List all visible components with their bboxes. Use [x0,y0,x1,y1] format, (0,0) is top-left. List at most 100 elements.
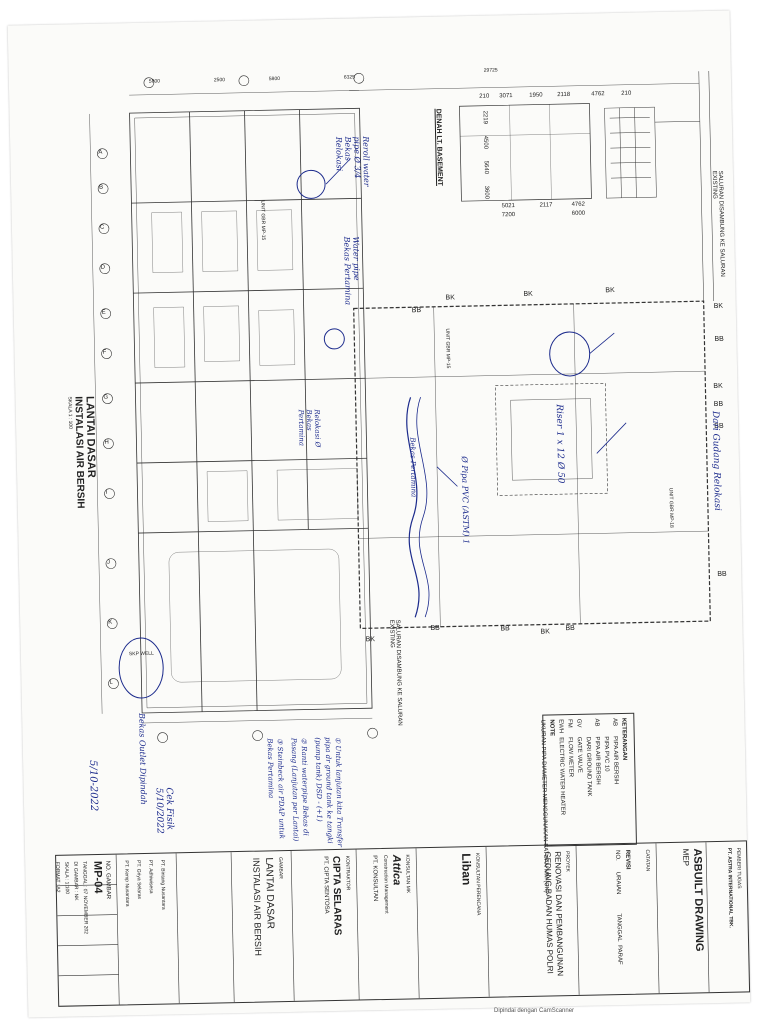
dimension: 6000 [571,210,586,217]
note-item: ③ Steinbeck air PDAP untuk Bekas Pertami… [265,738,286,840]
grid-label: H [104,439,109,446]
dimension: 5800 [268,75,281,83]
kontraktor-name: PT. CIPTA SENTOSA [322,856,330,914]
legend-box: KETERANGAN ABPIPA AIR BERSIH PIPA PVC 10… [539,712,637,893]
dimension: 2500 [213,77,226,84]
handwritten-notes: ① Untuk lanjutan kita Transfer pipa dr g… [265,737,345,859]
legend-code: AB [611,718,618,727]
drawing-subtitle: INSTALASI AIR BERSIH [72,396,86,509]
room-label: SKP WELL [128,650,154,658]
kontraktor-label: KONTRAKTOR [344,855,351,891]
note-item: ① Untuk lanjutan kita Transfer pipa dr g… [313,736,344,848]
dimension: 2117 [539,202,553,209]
dimension: 7200 [501,212,516,219]
dimension: 1950 [529,92,543,99]
bb-label: BB [430,624,440,632]
legend-text: PIPA AIR BERSIH [611,736,619,785]
tb-col-proyek: PROYEK RENOVASI DAN PEMBANGUNAN GEDUNG B… [542,851,575,992]
digambar-label: DI GAMBAR [72,861,79,890]
bb-label: BB [565,624,575,633]
digambar-row: DI GAMBAR : NK [72,861,80,901]
handwritten-annotation: Reroll water pipe Ø 3/4 Bekas Relokasi [334,136,372,187]
handwritten-annotation: Ø Pipa PVC (ASTM) 1 [459,456,471,545]
owner-label: PEMBERI TUGAS [735,847,742,889]
rev-col: PARAF [616,945,623,965]
legend-text: DARI GROUND TANK [584,736,592,797]
konsultan-logo: Liban [459,853,474,886]
dimension: 5640 [482,160,489,175]
konsultan-mk-label: KONSULTAN MK [404,854,411,894]
proyek-name: RENOVASI DAN PEMBANGUNAN GEDUNG BADAN HU… [543,851,565,977]
format-value: A2 [54,886,61,893]
legend-code: EWH [557,719,564,734]
format-label: FORMAT [54,861,61,883]
legend-text: FLOW METER [566,736,574,778]
floor-plan [89,70,714,743]
handwritten-annotation: Water pipe Bekas Pertamina [342,236,362,306]
dimension: 6325 [343,74,356,81]
bb-label: BB [714,335,724,343]
bk-label: BK [540,628,550,636]
tb-col-gambar: GAMBAR LANTAI DASAR INSTALASI AIR BERSIH [250,857,288,956]
name-item: PT. Bintang Nusantara [159,859,167,910]
grid-label: J [106,559,111,566]
tanggal-label: TANGGAL [81,861,88,885]
tanggal-row: TANGGAL : 07 NOVEMBER 202 [81,861,89,935]
dimension: 4762 [571,201,585,208]
digambar-value: NK [72,893,80,901]
no-gambar-label: NO. GAMBAR [104,860,112,900]
bb-label: BB [411,307,422,315]
unit-gbr-label: UNIT GBR MP-18 [667,487,675,528]
cipta-logo: CIPTA SELARAS [330,855,343,936]
tb-col-info: TANGGAL : 07 NOVEMBER 202 DI GAMBAR : NK… [52,861,90,935]
handwritten-annotation: Relokasi Ø Bekas Pertamina [296,409,322,448]
grid-label: L [109,679,113,686]
gambar-title: LANTAI DASAR [263,857,276,929]
grid-label: B [99,184,104,191]
handwritten-annotation: Bekas Pertamina [408,437,418,498]
dimension: 29725 [483,67,498,74]
dimension: 5800 [148,78,161,85]
note-item: ② Ranti waterpipe Bekas di Pasang (Lanju… [289,737,310,842]
skala-label: SKALA [63,861,70,878]
grid-label: G [103,394,109,401]
title-block: NO. GAMBAR MP-04 TANGGAL : 07 NOVEMBER 2… [52,840,751,1007]
bk-label: BK [445,294,455,302]
legend-code: AB [593,718,600,727]
bb-label: BB [713,400,724,408]
bk-label: BK [523,290,533,298]
legend-code: FM [566,718,573,728]
dimension: 3600 [483,185,490,200]
grid-label: I [105,489,108,496]
bb-label: BB [500,625,510,633]
tb-col-revisi: CATATAN REVISI NO. URAIAN TANGGAL PARAF [612,849,654,965]
grid-label: K [108,619,113,626]
legend-text: ELECTRIC WATER HEATER [557,737,566,816]
tb-col-konsultan: KONSULTAN PERENCANA Liban [459,853,483,916]
dimension: 5021 [501,203,516,210]
legend-text: PIPA AIR BERSIH [593,736,601,785]
handwritten-annotation: Riser 1 x 12 Ø 50 [553,404,566,484]
grid-label: E [101,309,106,316]
legend-text: PIPA PVC 10 [602,736,610,772]
tb-col-mk: KONSULTAN MK Attica Construction Managem… [368,854,413,914]
scanner-footer: Dipindai dengan CamScanner [494,1008,575,1014]
rev-col: URAIAN [614,871,622,895]
legend-text: GATE VALVE [575,736,583,773]
tb-col-names: PT. Bintang Nusantara PT. Adhiwisesa PT.… [120,859,169,910]
signature-date: 5/10-2022 [87,759,100,812]
legend-code: GV [575,718,582,728]
grid-label: F [102,349,107,356]
skala-value: 1:100 [63,881,70,895]
bk-label: BK [605,287,615,295]
attica-sub: Construction Management [382,854,390,914]
saluran-bottom-label: SALURAN DISAMBUNG KE SALURAN EXISTING [388,619,403,726]
handwritten-annotation: Dari Gudang Relokasi [709,410,723,511]
unit-gbr-label: UNIT GBR MP-15 [259,200,267,241]
bb-label: BB [717,570,727,578]
dimension: 210 [621,90,632,97]
dimension: 4500 [482,135,489,150]
tanggal-value: 07 NOVEMBER 202 [81,888,89,935]
signature-note: Cek Fisik 5/10/2022 [153,787,175,834]
handwritten-annotation: Bekas Outlet Dipindah [137,712,149,805]
